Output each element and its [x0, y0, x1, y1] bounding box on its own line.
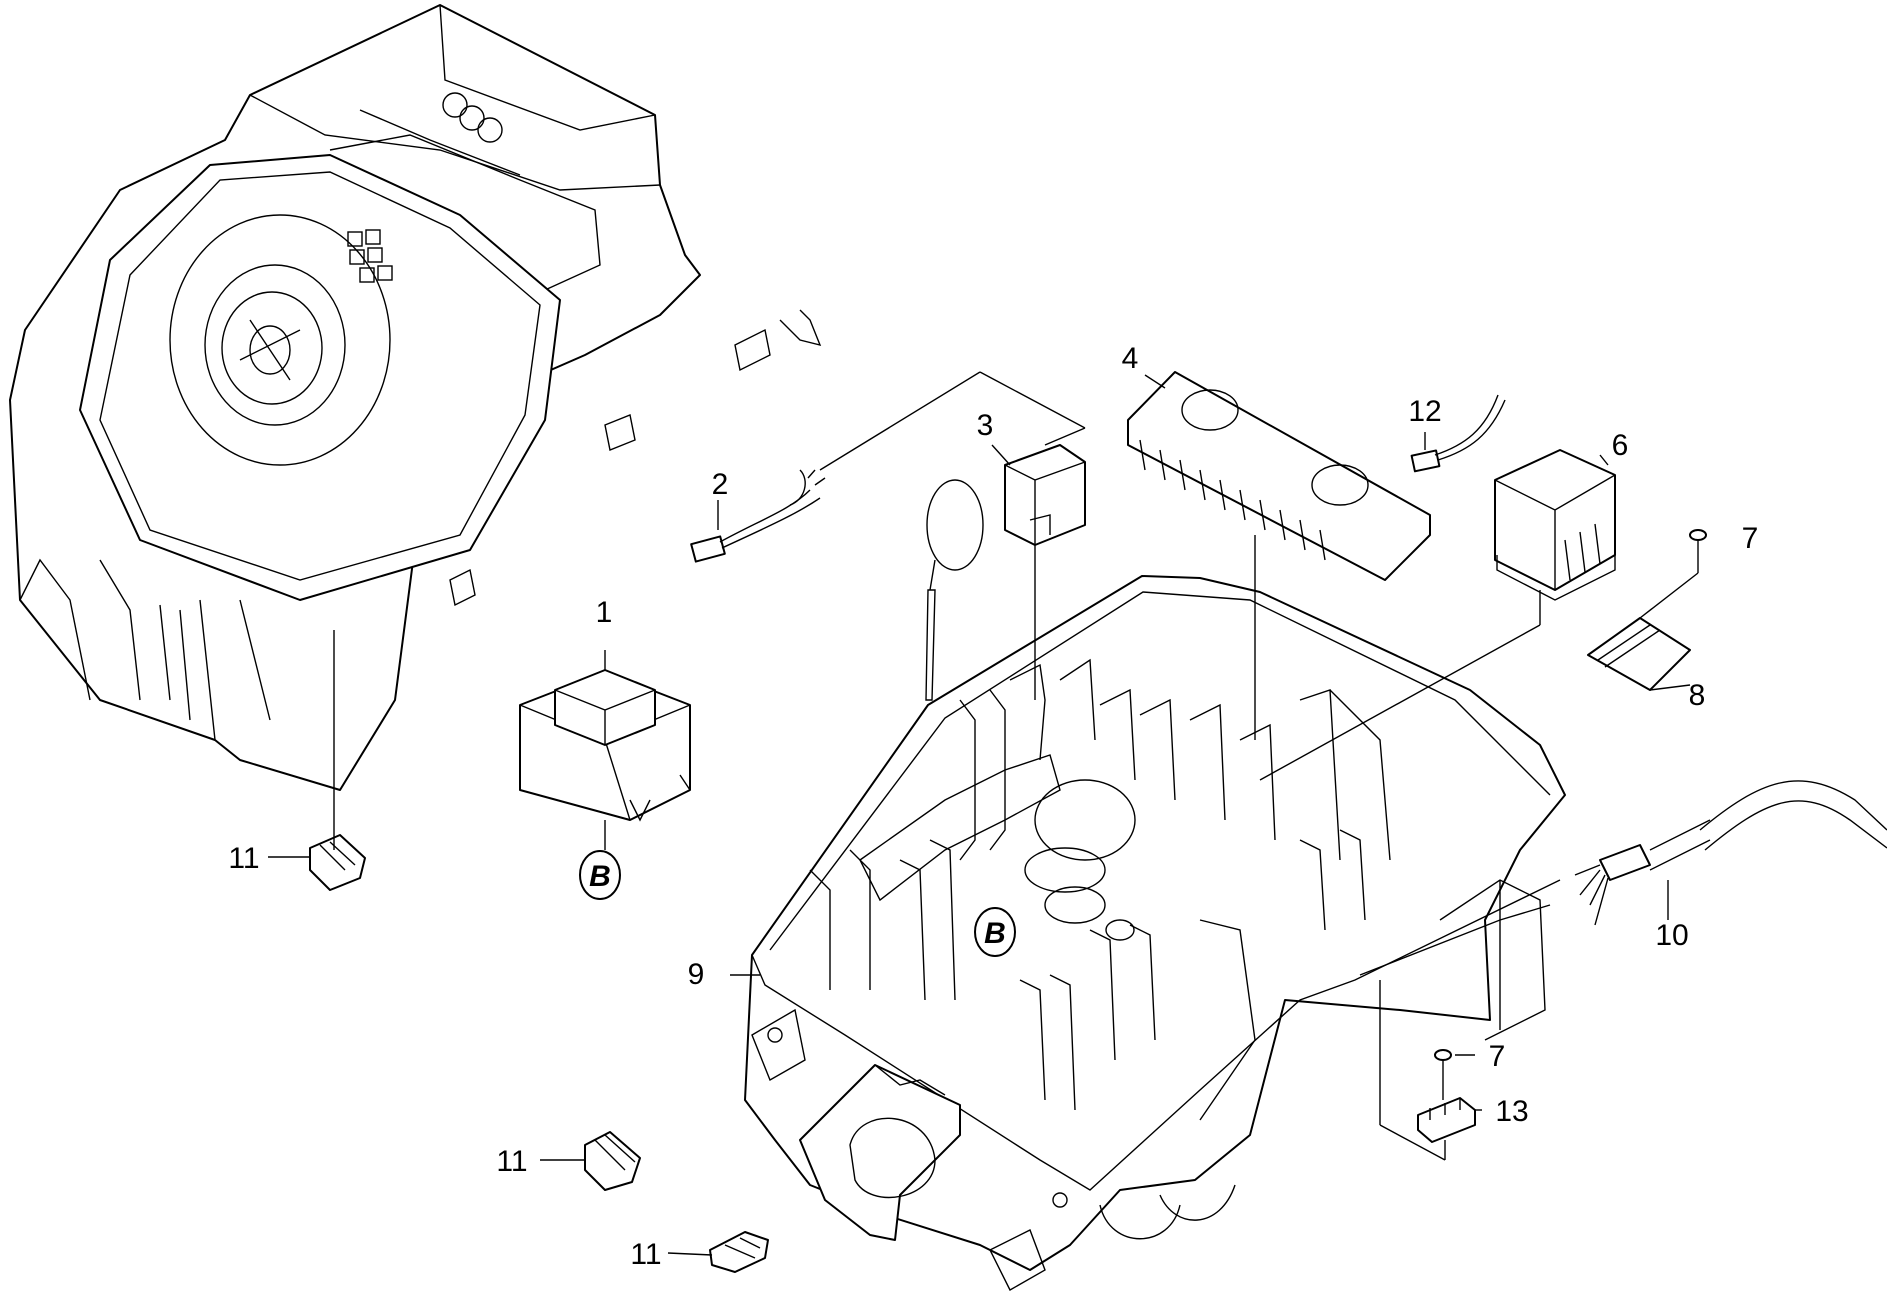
temperature-sensor-probe — [925, 479, 984, 701]
callout-12: 12 — [1408, 395, 1441, 428]
contactor-part-6 — [1494, 449, 1616, 601]
clip-part-11c — [709, 1231, 769, 1273]
screw-part-7a — [1689, 529, 1707, 555]
top-cover-hood — [9, 4, 822, 791]
callout-2: 2 — [712, 468, 729, 501]
leader-lines — [268, 371, 1699, 1256]
callout-6: 6 — [1612, 429, 1629, 462]
callout-11-top: 11 — [228, 842, 259, 875]
badge-b-transformer-label: B — [589, 860, 611, 893]
din-rail-part-8 — [1587, 617, 1691, 691]
clip-part-11a — [309, 834, 366, 891]
callout-7-lower: 7 — [1489, 1040, 1506, 1073]
callout-11-middle: 11 — [496, 1145, 527, 1178]
callout-3: 3 — [977, 409, 994, 442]
callout-8: 8 — [1689, 679, 1706, 712]
callout-labels: 1 2 3 4 6 7 7 8 9 10 11 11 11 12 13 — [228, 342, 1758, 1271]
power-cord-part-10 — [1574, 780, 1887, 926]
badge-b-housing-label: B — [984, 917, 1006, 950]
base-housing-part-9 — [744, 575, 1566, 1291]
wire-harness-part-2 — [690, 469, 826, 563]
terminal-block-part-13 — [1417, 1097, 1476, 1143]
control-board-part-4 — [1127, 371, 1431, 581]
transformer-part-1 — [519, 669, 691, 822]
badge-b-transformer: B — [579, 850, 621, 900]
callout-9: 9 — [688, 958, 705, 991]
callout-11-bottom: 11 — [630, 1238, 661, 1271]
connector-part-12 — [1410, 394, 1506, 473]
callout-7-upper: 7 — [1742, 522, 1759, 555]
badge-b-housing: B — [974, 907, 1016, 957]
capacitor-part-3 — [1004, 444, 1086, 546]
clip-part-11b — [584, 1131, 641, 1191]
callout-13: 13 — [1495, 1095, 1528, 1128]
callout-10: 10 — [1655, 919, 1688, 952]
callout-1: 1 — [596, 596, 613, 629]
screw-part-7b — [1434, 1049, 1452, 1075]
callout-4: 4 — [1122, 342, 1139, 375]
